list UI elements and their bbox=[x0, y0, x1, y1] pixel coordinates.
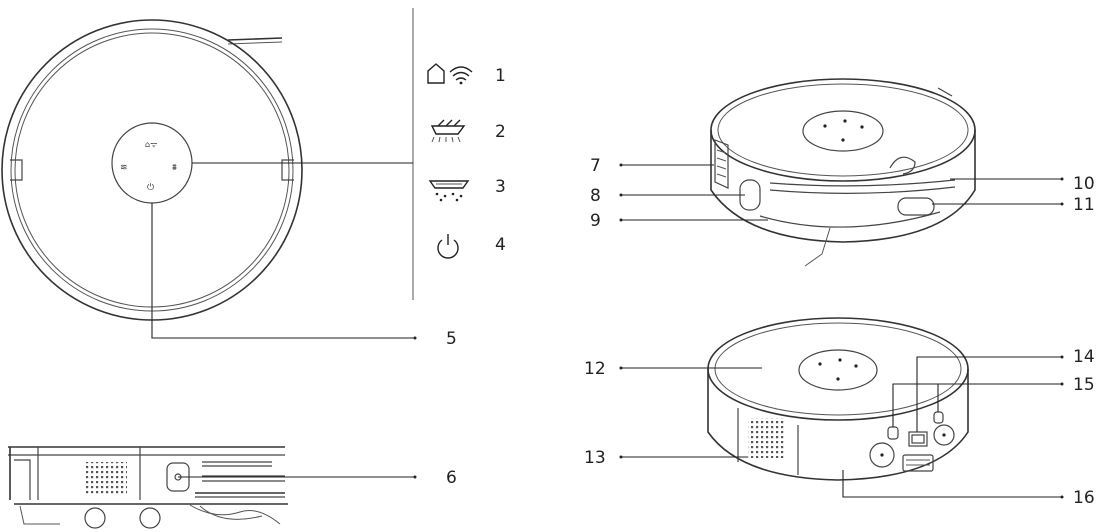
callout-13: 13 bbox=[584, 448, 606, 468]
leader-15a bbox=[892, 383, 1062, 427]
home-icon bbox=[427, 63, 445, 84]
callout-1: 1 bbox=[495, 66, 506, 86]
svg-text:⌂ᯤ: ⌂ᯤ bbox=[145, 140, 157, 149]
callout-2: 2 bbox=[495, 122, 506, 142]
callout-5: 5 bbox=[446, 329, 457, 349]
robot-perspective-rear bbox=[707, 317, 969, 481]
callout-8: 8 bbox=[590, 186, 601, 206]
callout-14: 14 bbox=[1073, 347, 1095, 367]
leader-5 bbox=[151, 203, 415, 339]
callout-9: 9 bbox=[590, 211, 601, 231]
svg-text:≋: ≋ bbox=[120, 163, 128, 173]
main-brush-icon bbox=[430, 119, 466, 143]
callout-11: 11 bbox=[1073, 195, 1095, 215]
callout-12: 12 bbox=[584, 359, 606, 379]
robot-perspective-front bbox=[710, 78, 976, 267]
callout-6: 6 bbox=[446, 468, 457, 488]
svg-text:⏻: ⏻ bbox=[147, 182, 154, 193]
callout-3: 3 bbox=[495, 177, 506, 197]
wifi-icon bbox=[449, 66, 473, 85]
robot-side-view bbox=[8, 446, 288, 529]
leader-16 bbox=[842, 470, 1062, 498]
callout-15: 15 bbox=[1073, 375, 1095, 395]
mop-icon bbox=[428, 180, 470, 202]
leader-terminals bbox=[413, 163, 1064, 499]
callout-10: 10 bbox=[1073, 174, 1095, 194]
power-icon bbox=[437, 234, 459, 259]
svg-text:⩩: ⩩ bbox=[172, 163, 177, 173]
callout-4: 4 bbox=[495, 235, 506, 255]
callout-16: 16 bbox=[1073, 488, 1095, 508]
leader-14 bbox=[916, 356, 1062, 432]
control-panel-icons: ⌂ᯤ ≋ ⩩ ⏻ bbox=[120, 140, 177, 193]
callout-7: 7 bbox=[590, 156, 601, 176]
